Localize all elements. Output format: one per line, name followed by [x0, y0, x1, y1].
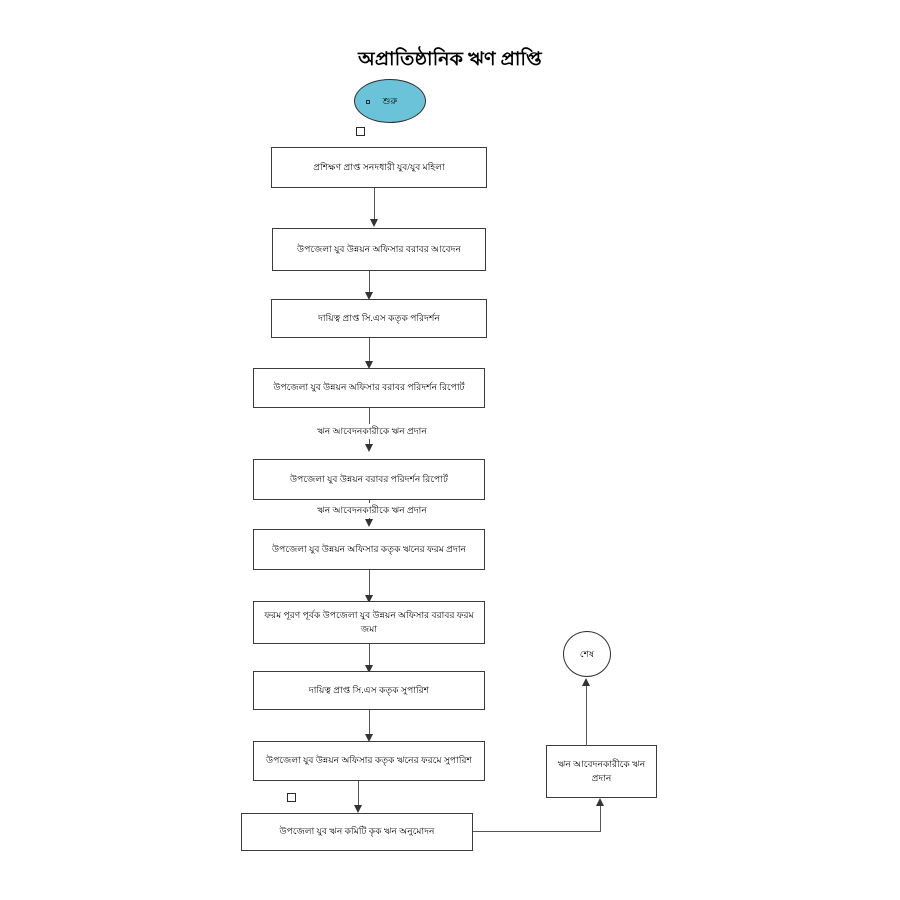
edge-n8-n9-arrow — [365, 734, 373, 742]
edge-label-e2: ঋন আবেদনকারীকে ঋন প্রদান — [282, 503, 462, 518]
node-n9-label: উপজেলা যুব উন্নয়ন অফিসার কতৃক ঋনের ফরমে… — [266, 755, 472, 766]
edge-n9-n10-arrow — [354, 805, 362, 813]
edge-n3-n4-arrow — [365, 361, 373, 369]
node-n2[interactable]: উপজেলা যুব উন্নয়ন অফিসার বরাবর আবেদন — [272, 228, 486, 271]
start-terminator-label: শুরু — [382, 95, 398, 106]
node-n1-label: প্রশিক্ষণ প্রাপ্ত সনদধারী যুব/যুব মহিলা — [313, 161, 445, 172]
node-n8[interactable]: দায়িত্ব প্রাপ্ত সি.এস কতৃক সুপারিশ — [253, 671, 485, 710]
page-title: অপ্রাতিষ্ঠানিক ঋণ প্রাপ্তি — [358, 49, 542, 70]
node-n11[interactable]: ঋন আবেদনকারীকে ঋন প্রদান — [546, 745, 657, 798]
node-n5-label: উপজেলা যুব উন্নয়ন বরাবর পরিদর্শন রিপোর্… — [290, 473, 448, 484]
end-terminator[interactable]: শেষ — [563, 631, 611, 677]
edge-n9-n10-line — [358, 781, 360, 809]
node-n3-label: দায়িত্ব প্রাপ্ত সি.এস কতৃক পরিদর্শন — [318, 312, 440, 323]
end-terminator-label: শেষ — [579, 648, 595, 659]
edge-n5-n6-arrow — [365, 519, 373, 527]
edge-n2-n3-line — [369, 271, 371, 298]
connector-handle-marker-top[interactable] — [356, 127, 365, 136]
edge-n7-n8-line — [369, 644, 371, 671]
edge-n6-n7-line — [369, 570, 371, 601]
edge-n10-n11-vertical — [600, 806, 602, 832]
node-n10[interactable]: উপজেলা যুব ঋন কমিটি কৃক ঋন অনুমোদন — [241, 813, 473, 851]
connector-handle-marker-bottom[interactable] — [287, 793, 296, 802]
start-anchor-dot — [366, 100, 370, 104]
edge-n4-n5-arrow — [365, 444, 373, 452]
edge-n6-n7-arrow — [365, 595, 373, 603]
node-n9[interactable]: উপজেলা যুব উন্নয়ন অফিসার কতৃক ঋনের ফরমে… — [253, 741, 485, 781]
node-n6[interactable]: উপজেলা যুব উন্নয়ন অফিসার কতৃক ঋনের ফরম … — [253, 529, 485, 570]
node-n3[interactable]: দায়িত্ব প্রাপ্ত সি.এস কতৃক পরিদর্শন — [271, 299, 487, 338]
node-n2-label: উপজেলা যুব উন্নয়ন অফিসার বরাবর আবেদন — [297, 243, 461, 254]
node-n8-label: দায়িত্ব প্রাপ্ত সি.এস কতৃক সুপারিশ — [308, 684, 430, 695]
edge-n3-n4-line — [369, 338, 371, 367]
node-n5[interactable]: উপজেলা যুব উন্নয়ন বরাবর পরিদর্শন রিপোর্… — [253, 459, 485, 500]
node-n4-label: উপজেলা যুব উন্নয়ন অফিসার বরাবর পরিদর্শন… — [273, 382, 465, 393]
node-n6-label: উপজেলা যুব উন্নয়ন অফিসার কতৃক ঋনের ফরম … — [272, 543, 466, 554]
node-n1[interactable]: প্রশিক্ষণ প্রাপ্ত সনদধারী যুব/যুব মহিলা — [271, 147, 487, 188]
edge-n1-n2-line — [374, 188, 376, 223]
node-n10-label: উপজেলা যুব ঋন কমিটি কৃক ঋন অনুমোদন — [279, 826, 435, 837]
node-n11-label: ঋন আবেদনকারীকে ঋন প্রদান — [557, 759, 646, 783]
edge-n10-n11-arrow — [596, 798, 604, 806]
edge-n1-n2-arrow — [370, 219, 378, 227]
edge-n8-n9-line — [369, 710, 371, 740]
edge-n10-n11-horizontal — [473, 831, 601, 833]
start-terminator[interactable]: শুরু — [354, 79, 426, 123]
edge-n11-end-line — [586, 684, 588, 746]
node-n7-label: ফরম পূরণ পূর্বক উপজেলা যুব উন্নয়ন অফিসা… — [264, 610, 474, 634]
edge-n11-end-arrow — [582, 678, 590, 686]
edge-n2-n3-arrow — [365, 292, 373, 300]
node-n4[interactable]: উপজেলা যুব উন্নয়ন অফিসার বরাবর পরিদর্শন… — [253, 368, 485, 408]
edge-label-e1: ঋন আবেদনকারীকে ঋন প্রদান — [282, 424, 462, 439]
node-n7[interactable]: ফরম পূরণ পূর্বক উপজেলা যুব উন্নয়ন অফিসা… — [253, 601, 485, 644]
edge-n7-n8-arrow — [365, 665, 373, 673]
